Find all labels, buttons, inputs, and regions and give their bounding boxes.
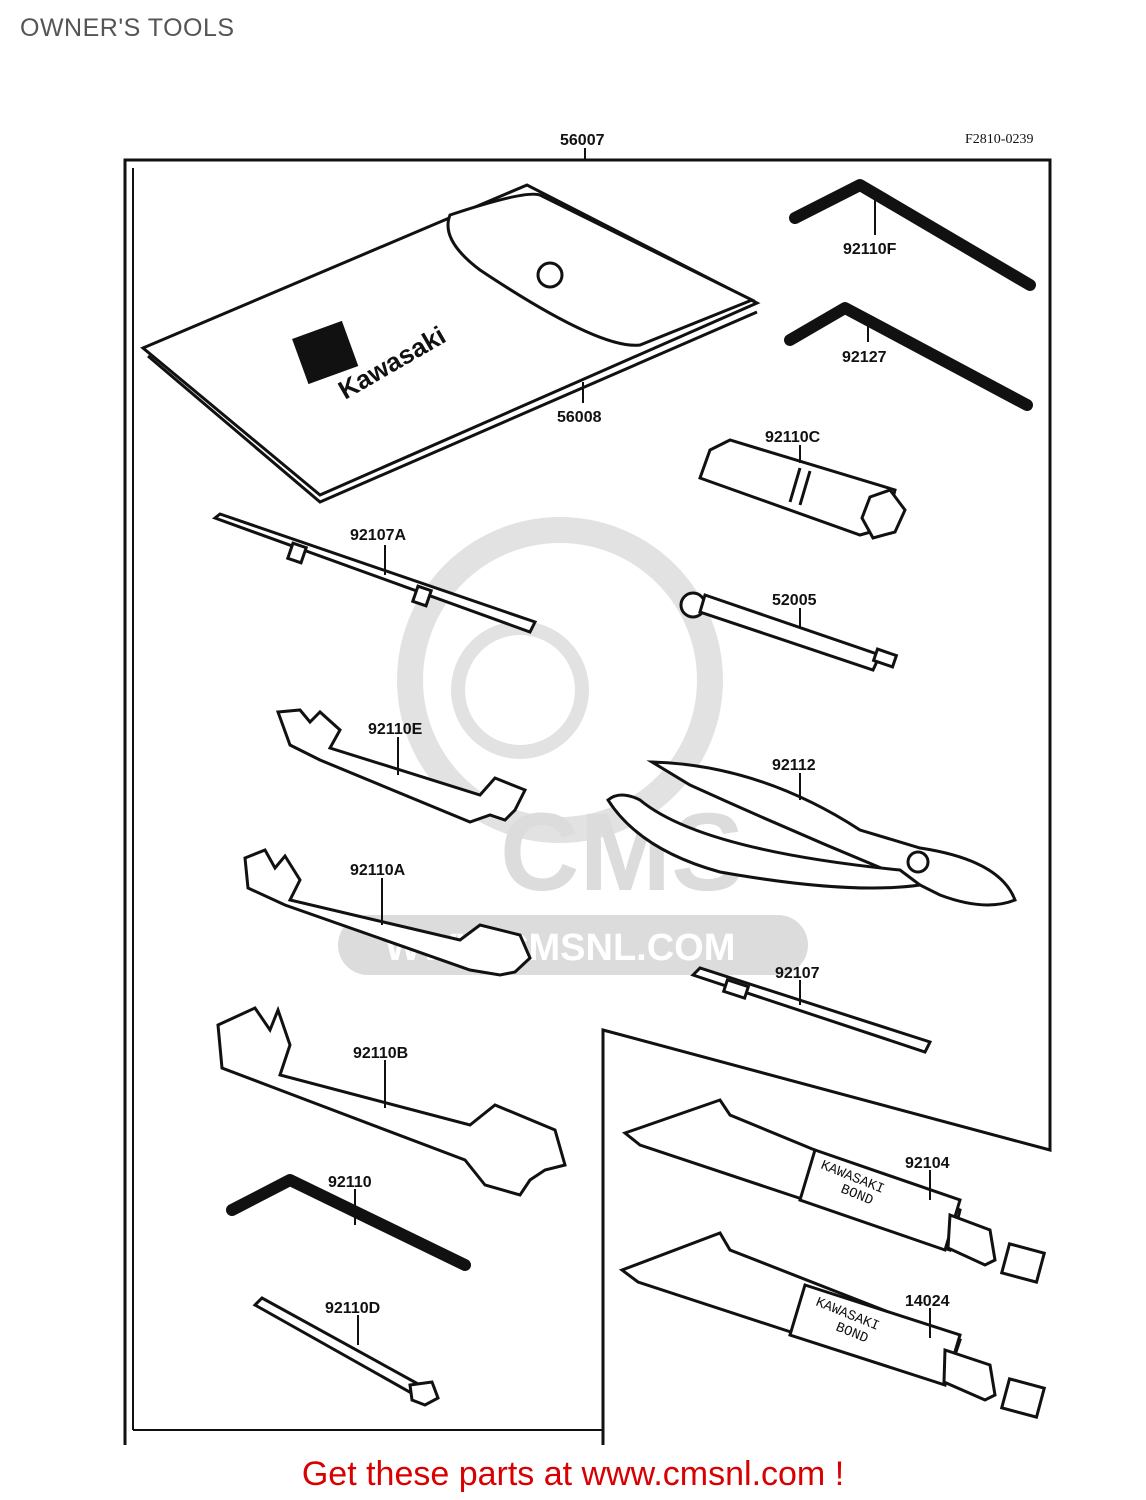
screwdriver-92107A bbox=[211, 512, 538, 634]
wrench-92110A bbox=[243, 848, 532, 977]
screwdriver-bit-92107 bbox=[690, 966, 933, 1054]
label-92110A: 92110A bbox=[350, 862, 406, 879]
wrench-92110B bbox=[216, 1005, 567, 1197]
label-92110F: 92110F bbox=[843, 241, 897, 258]
plug-wrench-92110C bbox=[698, 438, 907, 540]
label-92104: 92104 bbox=[905, 1155, 950, 1172]
spoke-wrench-92110D bbox=[252, 1296, 440, 1407]
label-92112: 92112 bbox=[772, 757, 816, 774]
extension-bar-52005 bbox=[679, 591, 899, 672]
bond-tube-14024 bbox=[618, 1231, 1047, 1419]
wrench-92110E bbox=[275, 708, 528, 824]
label-14024: 14024 bbox=[905, 1293, 950, 1310]
label-92110E: 92110E bbox=[368, 721, 423, 738]
label-56008: 56008 bbox=[557, 409, 602, 426]
watermark: CMS WWW.CMSNL.COM bbox=[338, 517, 808, 975]
reference-code: F2810-0239 bbox=[965, 132, 1033, 147]
page-title: OWNER'S TOOLS bbox=[20, 14, 235, 42]
hex-key-92110F bbox=[789, 179, 1036, 291]
footer-cta[interactable]: Get these parts at www.cmsnl.com ! bbox=[301, 1455, 845, 1493]
label-92110B: 92110B bbox=[353, 1045, 408, 1062]
label-92127: 92127 bbox=[842, 349, 887, 366]
label-52005: 52005 bbox=[772, 592, 817, 609]
label-92110D: 92110D bbox=[325, 1300, 380, 1317]
parts-diagram: CMS WWW.CMSNL.COM 56007 F2810-0239 Kawas… bbox=[123, 132, 1052, 1445]
label-92110: 92110 bbox=[328, 1174, 372, 1191]
kit-label: 56007 bbox=[560, 132, 605, 149]
pliers-92112 bbox=[606, 760, 1017, 907]
label-92107A: 92107A bbox=[350, 527, 406, 544]
kit-outline bbox=[123, 148, 1052, 1445]
label-92110C: 92110C bbox=[765, 429, 821, 446]
hex-key-92110 bbox=[226, 1174, 471, 1271]
hex-key-92127 bbox=[784, 302, 1033, 411]
label-92107: 92107 bbox=[775, 965, 820, 982]
tool-pouch: Kawasaki bbox=[140, 183, 761, 504]
bond-tube-92104 bbox=[621, 1098, 1047, 1284]
